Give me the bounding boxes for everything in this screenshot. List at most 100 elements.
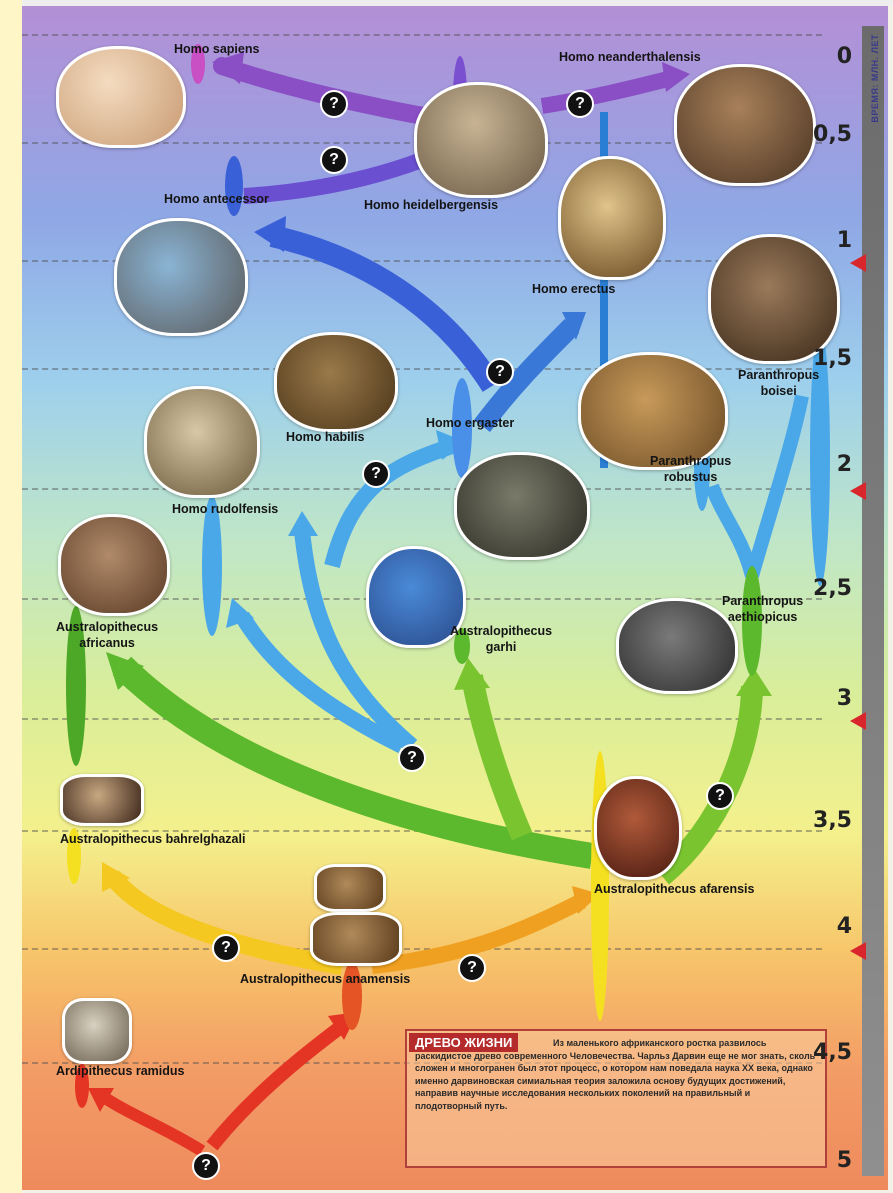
tick-0: 0 [836, 44, 852, 69]
arrowhead-sapiens [212, 52, 244, 84]
homo-ergaster-skull [454, 452, 590, 560]
time-scale-bar [862, 26, 884, 1176]
node-antecessor [225, 156, 243, 216]
australopithecus-anamensis-upper-jaw [314, 864, 386, 912]
label-homo-neanderthalensis: Homo neanderthalensis [559, 50, 701, 64]
paranthropus-aethiopicus-skull [616, 598, 738, 694]
time-line-2 [22, 488, 822, 490]
homo-antecessor-skull [114, 218, 248, 336]
arrowhead-antecessor [254, 216, 286, 252]
homo-heidelbergensis-skull [414, 82, 548, 198]
label-homo-sapiens: Homo sapiens [174, 42, 260, 56]
australopithecus-afarensis-skull [594, 776, 682, 880]
arrowhead-ergaster [436, 430, 466, 460]
label-ardipithecus-ramidus: Ardipithecus ramidus [56, 1064, 185, 1078]
tick-0-5: 0,5 [813, 122, 852, 147]
arrow-to-habilis [294, 530, 418, 753]
arrowhead-ramidus [88, 1088, 114, 1112]
left-border [0, 0, 22, 1193]
time-line-1-5 [22, 368, 822, 370]
tick-2: 2 [836, 452, 852, 477]
arrow-anamensis-bahrelghazali [104, 870, 344, 975]
node-anamensis [342, 962, 362, 1030]
arrow-to-garhi [461, 674, 533, 841]
node-bahrelghazali [67, 828, 81, 884]
tick-2-5: 2,5 [813, 576, 852, 601]
tick-5: 5 [836, 1148, 852, 1173]
info-box-title: ДРЕВО ЖИЗНИ [409, 1033, 519, 1052]
label-paranthropus-boisei: Paranthropus boisei [738, 368, 820, 398]
evolution-tree-poster: Homo sapiens Homo neanderthalensis Homo … [22, 6, 888, 1190]
question-mark-icon: ? [362, 460, 390, 488]
node-rudolfensis [202, 496, 222, 636]
label-australopithecus-anamensis: Australopithecus anamensis [240, 972, 411, 986]
question-mark-icon: ? [486, 358, 514, 386]
marker-2-icon [850, 482, 866, 500]
arrow-anamensis-afarensis [371, 893, 586, 974]
info-box: ДРЕВО ЖИЗНИ Из маленького африканского р… [405, 1029, 827, 1168]
tick-1-5: 1,5 [813, 346, 852, 371]
australopithecus-anamensis-lower-jaw [310, 912, 402, 966]
australopithecus-bahrelghazali-jaw [60, 774, 144, 826]
node-sapiens [191, 44, 205, 84]
node-ergaster [452, 378, 472, 478]
arrowhead-bahrelghazali [102, 862, 130, 892]
question-mark-icon: ? [320, 90, 348, 118]
time-line-3 [22, 718, 822, 720]
question-mark-icon: ? [458, 954, 486, 982]
homo-rudolfensis-skull [144, 386, 260, 498]
arrowhead-rudolfensis [226, 598, 254, 628]
label-australopithecus-africanus: Australopithecus africanus [56, 620, 159, 650]
marker-4-icon [850, 942, 866, 960]
marker-3-icon [850, 712, 866, 730]
label-australopithecus-afarensis: Australopithecus afarensis [594, 882, 755, 896]
arrow-to-anamensis [206, 1020, 347, 1151]
arrow-ergaster-erectus [474, 318, 580, 433]
question-mark-icon: ? [706, 782, 734, 810]
arrowhead-habilis [288, 511, 318, 536]
label-homo-rudolfensis: Homo rudolfensis [172, 502, 279, 516]
label-homo-habilis: Homo habilis [286, 430, 365, 444]
tick-3: 3 [836, 686, 852, 711]
top-border [22, 0, 893, 6]
arrowhead-aethiopicus [736, 668, 772, 696]
question-mark-icon: ? [566, 90, 594, 118]
tick-1: 1 [836, 228, 852, 253]
question-mark-icon: ? [320, 146, 348, 174]
arrowhead-garhi [454, 658, 490, 690]
label-homo-erectus: Homo erectus [532, 282, 616, 296]
tick-3-5: 3,5 [813, 808, 852, 833]
arrow-to-africanus [112, 656, 595, 869]
time-line-4 [22, 948, 822, 950]
tick-4-5: 4,5 [813, 1040, 852, 1065]
question-mark-icon: ? [398, 744, 426, 772]
arrow-ergaster-antecessor [269, 225, 502, 392]
label-australopithecus-bahrelghazali: Australopithecus bahrelghazali [60, 832, 246, 846]
arrow-to-neanderthalensis [540, 70, 674, 114]
homo-sapiens-skull [56, 46, 186, 148]
arrow-to-ergaster [324, 438, 455, 568]
arrowhead-africanus [106, 652, 144, 690]
homo-habilis-skull [274, 332, 398, 432]
node-africanus [66, 606, 86, 766]
label-homo-ergaster: Homo ergaster [426, 416, 515, 430]
time-scale-title: ВРЕМЯ: МЛН. ЛЕТ [870, 34, 880, 123]
info-box-text: Из маленького африканского ростка развил… [415, 1038, 816, 1111]
time-line-0 [22, 34, 822, 36]
arrow-to-rudolfensis [235, 611, 406, 754]
arrow-antecessor-heidelbergensis [243, 148, 435, 204]
question-mark-icon: ? [212, 934, 240, 962]
node-boisei [810, 326, 830, 586]
australopithecus-africanus-skull [58, 514, 170, 616]
ardipithecus-ramidus-fossil [62, 998, 132, 1064]
arrow-aethiopicus-robustus [705, 483, 759, 578]
marker-1-icon [850, 254, 866, 272]
paranthropus-robustus-skull [578, 352, 728, 470]
label-homo-antecessor: Homo antecessor [164, 192, 269, 206]
node-ramidus [75, 1064, 89, 1108]
label-homo-heidelbergensis: Homo heidelbergensis [364, 198, 499, 212]
label-paranthropus-robustus: Paranthropus robustus [650, 454, 732, 484]
label-paranthropus-aethiopicus: Paranthropus aethiopicus [722, 594, 804, 624]
node-garhi [454, 628, 470, 664]
homo-neanderthalensis-skull [674, 64, 816, 186]
